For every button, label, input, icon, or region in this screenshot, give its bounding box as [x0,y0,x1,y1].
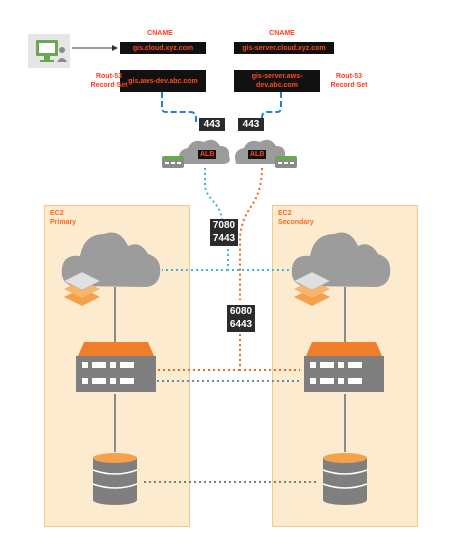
cname-right-label: CNAME [269,30,295,37]
primary-ports: 7080 7443 [210,219,238,246]
secondary-path-top [239,167,263,300]
route53-left-label: Rout-53 Record Set [90,73,128,89]
user-computer-icon [28,34,70,68]
ec2-primary-label: EC2 Primary [50,210,77,226]
primary-database-icon [92,453,138,505]
secondary-database-icon [322,453,368,505]
load-balancer-right-icon [275,156,297,168]
secondary-ports: 6080 6443 [227,305,255,332]
dns-right-connector [261,92,282,124]
alb-left-port: 443 [199,118,225,131]
secondary-layers-icon [293,271,331,306]
dns-left-top: gis.cloud.xyz.com [120,42,206,54]
dns-right-bottom: gis-server.aws-dev.abc.com [234,70,320,92]
alb-right-port: 443 [238,118,264,131]
secondary-switch-icon [304,342,384,392]
load-balancer-left-icon [162,156,184,168]
alb-right-label: ALB [248,150,267,159]
secondary-port-b: 6443 [229,319,253,330]
dns-right-top: gis-server.cloud.xyz.com [234,42,334,54]
alb-right-port-text: 443 [242,119,260,130]
dns-left-connector [161,92,197,124]
alb-left-label: ALB [198,150,217,159]
primary-port-b: 7443 [212,233,236,244]
primary-switch-icon [76,342,156,392]
secondary-path-right [239,334,300,371]
cname-left-label: CNAME [147,30,173,37]
arrow-head-icon [112,45,118,51]
secondary-port-a: 6080 [229,306,253,317]
dns-left-bottom: gis.aws-dev.abc.com [120,70,206,92]
alb-left-port-text: 443 [203,119,221,130]
secondary-cloud-icon [291,232,391,287]
primary-cloud-icon [61,232,161,287]
primary-port-a: 7080 [212,220,236,231]
primary-path-top [204,168,223,223]
ec2-secondary-label: EC2 Secondary [278,210,314,226]
primary-layers-icon [63,271,101,306]
route53-right-label: Rout-53 Record Set [330,73,368,89]
primary-path-right [227,244,298,271]
